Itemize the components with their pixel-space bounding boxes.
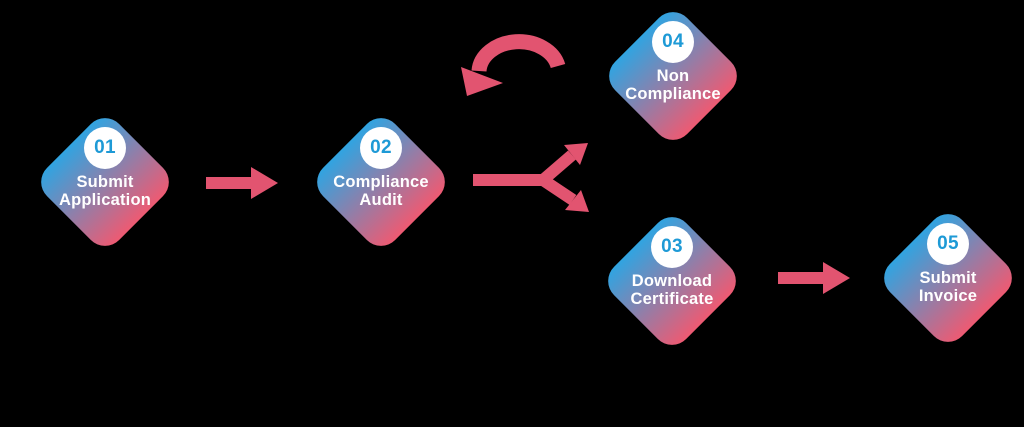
step-label-line1: Submit (919, 269, 977, 287)
step-01-node: 01 Submit Application (30, 107, 180, 257)
step-label-line1: Compliance (333, 173, 429, 191)
loop-arc-shape (471, 34, 566, 73)
step-05-node: 05 Submit Invoice (873, 203, 1023, 353)
step-label-line2: Certificate (630, 289, 714, 308)
fork-up-branch-shape (539, 150, 576, 185)
step-number: 01 (94, 137, 116, 158)
step-label: Submit Application (30, 173, 180, 209)
step-number-badge: 03 (651, 226, 693, 268)
step-label-line1: Non (656, 67, 690, 85)
right-arrow-shape (778, 262, 850, 294)
step-label: Download Certificate (597, 272, 747, 308)
fork-down-branch-shape (539, 175, 577, 205)
step-label: Non Compliance (598, 67, 748, 103)
step-label-line1: Download (631, 272, 713, 290)
step-number-badge: 01 (84, 127, 126, 169)
step-label-line2: Application (58, 190, 152, 209)
loop-arrow-noncompliance-to-audit-icon (461, 34, 566, 96)
right-arrow-shape (206, 167, 278, 199)
arrow-step1-to-step2-icon (206, 167, 278, 199)
step-label-line2: Compliance (625, 84, 721, 103)
step-number: 03 (661, 236, 683, 257)
fork-arrow-step2-branches-icon (473, 143, 589, 212)
loop-arrowhead-shape (461, 67, 503, 96)
fork-shaft-shape (473, 174, 547, 186)
step-label-line1: Submit (76, 173, 134, 191)
step-label-line2: Invoice (918, 286, 978, 305)
fork-up-arrowhead-shape (564, 143, 588, 165)
fork-down-arrowhead-shape (565, 190, 589, 212)
step-number: 02 (370, 137, 392, 158)
step-04-node: 04 Non Compliance (598, 1, 748, 151)
step-label: Compliance Audit (306, 173, 456, 209)
step-number: 05 (937, 233, 959, 254)
step-02-node: 02 Compliance Audit (306, 107, 456, 257)
step-number-badge: 02 (360, 127, 402, 169)
arrow-step3-to-step5-icon (778, 262, 850, 294)
step-number-badge: 04 (652, 21, 694, 63)
step-label-line2: Audit (359, 190, 403, 209)
step-03-node: 03 Download Certificate (597, 206, 747, 356)
step-number-badge: 05 (927, 223, 969, 265)
step-label: Submit Invoice (873, 269, 1023, 305)
step-number: 04 (662, 31, 684, 52)
